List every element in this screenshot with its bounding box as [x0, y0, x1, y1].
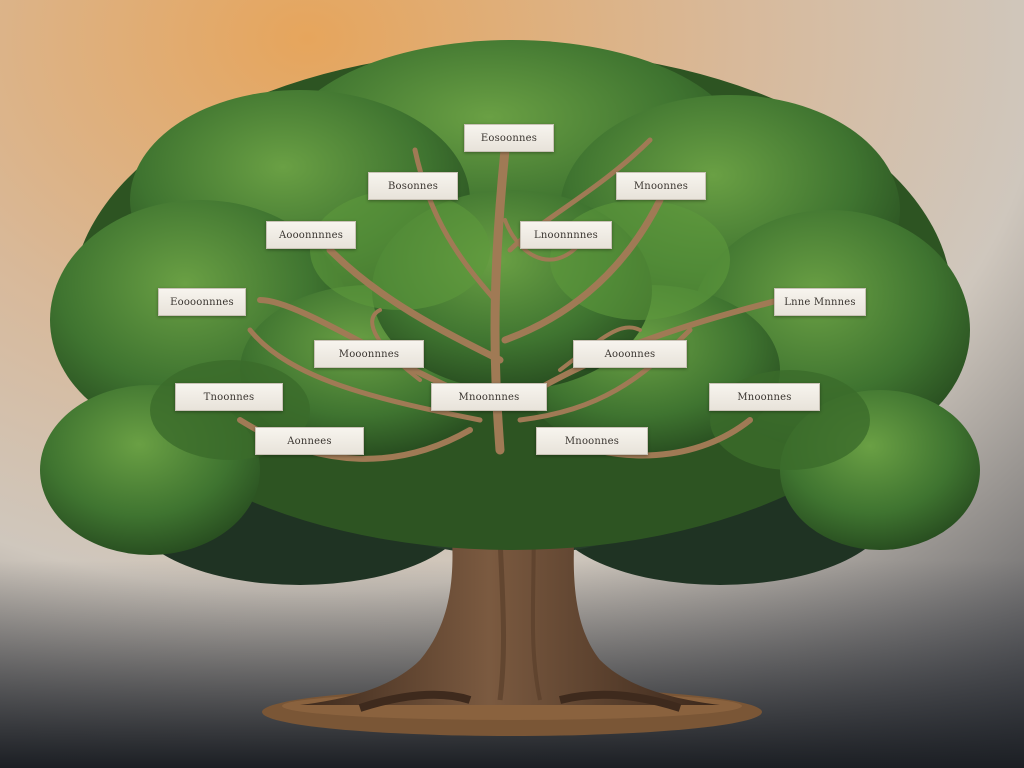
tree-label: Bosonnes [368, 172, 458, 200]
tree-label: Mnoonnnes [431, 383, 547, 411]
tree-label: Mnoonnes [709, 383, 820, 411]
tree-label: Mnoonnes [536, 427, 648, 455]
tree-label: Aooonnes [573, 340, 687, 368]
tree-label: Eosoonnes [464, 124, 554, 152]
tree-label: Lnne Mnnnes [774, 288, 866, 316]
tree-label: Aonnees [255, 427, 364, 455]
tree-label: Mooonnnes [314, 340, 424, 368]
tree-label: Aooonnnnes [266, 221, 356, 249]
tree-canopy [40, 40, 980, 555]
tree-label: Eoooonnnes [158, 288, 246, 316]
tree-label: Tnoonnes [175, 383, 283, 411]
tree-label: Mnoonnes [616, 172, 706, 200]
tree-label: Lnoonnnnes [520, 221, 612, 249]
